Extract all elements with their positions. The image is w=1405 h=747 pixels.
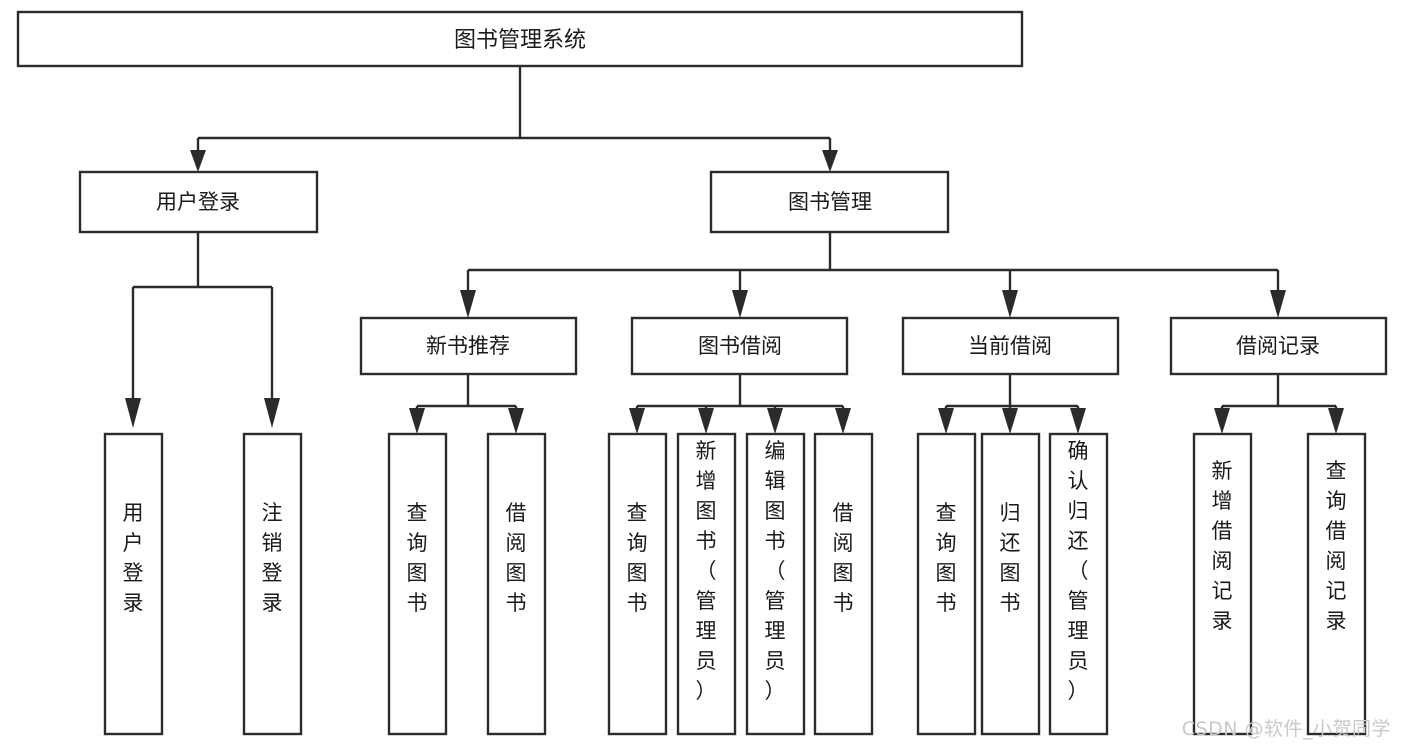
leaf-node[interactable]: 确认归还（管理员） bbox=[1048, 432, 1109, 736]
leaf-label: 新增图书（管理员） bbox=[696, 439, 717, 703]
arrow-head-icon bbox=[1070, 408, 1086, 434]
leaf-box[interactable] bbox=[103, 432, 164, 736]
leaf-label: 新增借阅记录 bbox=[1212, 459, 1233, 633]
leaf-node[interactable]: 注销登录 bbox=[242, 432, 303, 736]
leaf-box[interactable] bbox=[486, 432, 547, 736]
arrow-head-icon bbox=[1328, 408, 1344, 434]
leaf-box[interactable] bbox=[1048, 432, 1109, 736]
connector-layer bbox=[125, 66, 1344, 434]
arrow-head-icon bbox=[1002, 290, 1018, 318]
leaf-box[interactable] bbox=[242, 432, 303, 736]
arrow-head-icon bbox=[835, 408, 851, 434]
node-current-borrow-label: 当前借阅 bbox=[968, 334, 1052, 358]
leaf-box[interactable] bbox=[1306, 432, 1367, 736]
arrow-head-icon bbox=[1270, 290, 1286, 318]
arrow-head-icon bbox=[732, 290, 748, 318]
node-user-login-box[interactable] bbox=[78, 170, 319, 234]
node-current-borrow-box[interactable] bbox=[901, 316, 1120, 376]
arrow-head-icon bbox=[190, 150, 206, 172]
node-borrow-record-label: 借阅记录 bbox=[1236, 334, 1320, 358]
leaf-node[interactable]: 查询借阅记录 bbox=[1306, 432, 1367, 736]
node-borrow-record-box[interactable] bbox=[1169, 316, 1388, 376]
node-book-borrow-box[interactable] bbox=[630, 316, 849, 376]
leaf-label: 查询图书 bbox=[936, 501, 957, 615]
node-book-management-label: 图书管理 bbox=[788, 190, 872, 214]
arrow-head-icon bbox=[264, 398, 280, 428]
arrow-head-icon bbox=[629, 408, 645, 434]
arrow-head-icon bbox=[409, 408, 425, 434]
leaf-box[interactable] bbox=[1192, 432, 1253, 736]
leaf-label: 确认归还（管理员） bbox=[1068, 439, 1089, 703]
leaf-node[interactable]: 借阅图书 bbox=[486, 432, 547, 736]
leaf-node[interactable]: 新增借阅记录 bbox=[1192, 432, 1253, 736]
node-new-book-recommend-label: 新书推荐 bbox=[426, 334, 510, 358]
arrow-head-icon bbox=[125, 398, 141, 428]
leaf-box[interactable] bbox=[980, 432, 1041, 736]
leaf-label: 查询图书 bbox=[407, 501, 428, 615]
leaf-node[interactable]: 借阅图书 bbox=[813, 432, 874, 736]
leaf-box[interactable] bbox=[387, 432, 448, 736]
node-root-box[interactable] bbox=[16, 10, 1024, 68]
leaf-label: 查询图书 bbox=[627, 501, 648, 615]
leaf-node[interactable]: 查询图书 bbox=[607, 432, 668, 736]
node-current-borrow[interactable]: 当前借阅 bbox=[901, 316, 1120, 376]
arrow-head-icon bbox=[508, 408, 524, 434]
node-root-label: 图书管理系统 bbox=[454, 28, 586, 53]
arrow-head-icon bbox=[1002, 408, 1018, 434]
leaf-node[interactable]: 新增图书（管理员） bbox=[676, 432, 737, 736]
leaf-node[interactable]: 查询图书 bbox=[387, 432, 448, 736]
watermark-text: CSDN @软件_小贺同学 bbox=[1181, 718, 1391, 740]
arrow-head-icon bbox=[822, 150, 838, 172]
leaf-label: 归还图书 bbox=[1000, 501, 1021, 615]
arrow-head-icon bbox=[1214, 408, 1230, 434]
leaf-label: 注销登录 bbox=[262, 501, 283, 615]
arrow-head-icon bbox=[767, 408, 783, 434]
leaf-node[interactable]: 编辑图书（管理员） bbox=[745, 432, 806, 736]
node-book-management-box[interactable] bbox=[709, 170, 950, 234]
leaf-box[interactable] bbox=[607, 432, 668, 736]
node-root[interactable]: 图书管理系统 bbox=[16, 10, 1024, 68]
leaf-box[interactable] bbox=[813, 432, 874, 736]
leaf-box[interactable] bbox=[916, 432, 977, 736]
leaf-label: 编辑图书（管理员） bbox=[765, 439, 786, 703]
node-new-book-recommend-box[interactable] bbox=[359, 316, 578, 376]
node-book-borrow-label: 图书借阅 bbox=[698, 334, 782, 358]
leaf-label: 借阅图书 bbox=[506, 501, 527, 615]
node-user-login[interactable]: 用户登录 bbox=[78, 170, 319, 234]
leaf-box[interactable] bbox=[676, 432, 737, 736]
leaf-box[interactable] bbox=[745, 432, 806, 736]
arrow-head-icon bbox=[938, 408, 954, 434]
arrow-head-icon bbox=[698, 408, 714, 434]
leaf-node[interactable]: 用户登录 bbox=[103, 432, 164, 736]
node-user-login-label: 用户登录 bbox=[156, 190, 240, 214]
node-book-management[interactable]: 图书管理 bbox=[709, 170, 950, 234]
leaf-label: 借阅图书 bbox=[833, 501, 854, 615]
node-borrow-record[interactable]: 借阅记录 bbox=[1169, 316, 1388, 376]
arrow-head-icon bbox=[460, 290, 476, 318]
leaf-label: 查询借阅记录 bbox=[1326, 459, 1347, 633]
leaf-node[interactable]: 查询图书 bbox=[916, 432, 977, 736]
leaf-label: 用户登录 bbox=[123, 501, 144, 615]
leaf-node[interactable]: 归还图书 bbox=[980, 432, 1041, 736]
node-book-borrow[interactable]: 图书借阅 bbox=[630, 316, 849, 376]
node-new-book-recommend[interactable]: 新书推荐 bbox=[359, 316, 578, 376]
